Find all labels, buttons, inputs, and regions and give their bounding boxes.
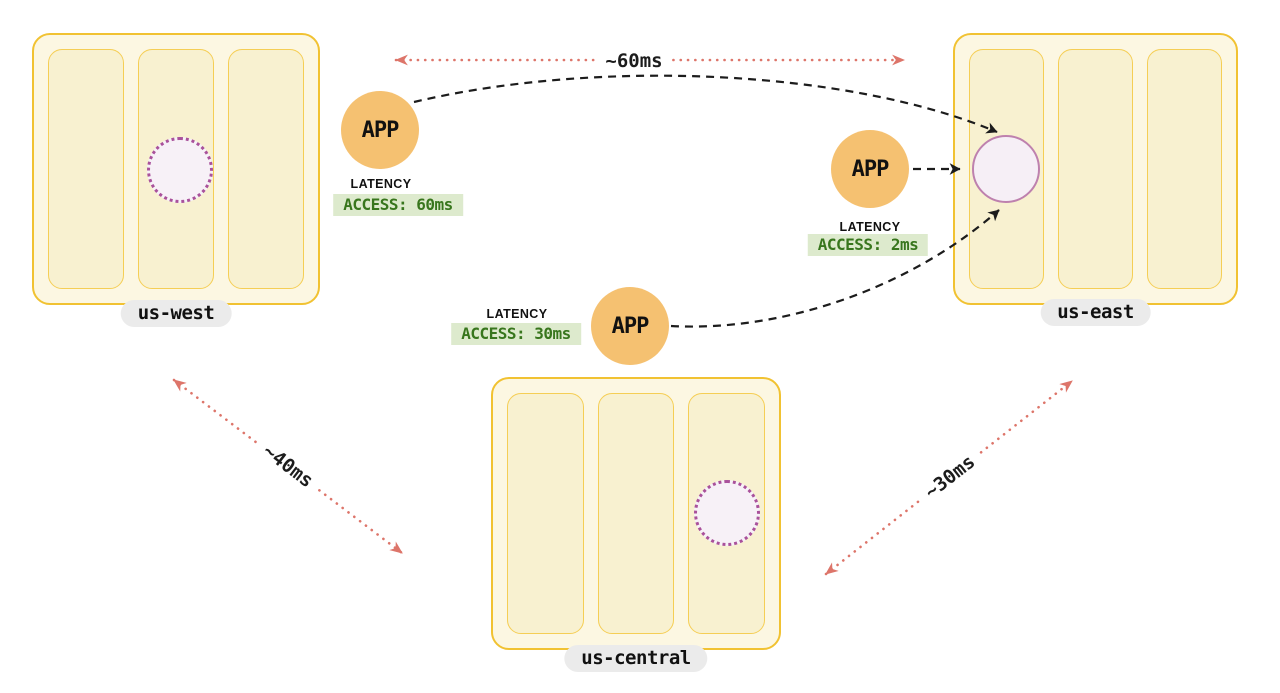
- app-node-label: APP: [361, 117, 400, 143]
- server-rack: [228, 49, 304, 289]
- app-node-label: APP: [611, 313, 650, 339]
- server-rack: [1147, 49, 1222, 289]
- latency-heading: LATENCY: [839, 220, 901, 234]
- region-label-us-west: us-west: [120, 300, 232, 327]
- latency-heading: LATENCY: [486, 307, 548, 321]
- region-us-west: us-west: [32, 33, 320, 327]
- app-node-us-west: APP: [341, 91, 419, 169]
- latency-link-central-east: [824, 379, 1074, 576]
- primary-db-circle: [972, 135, 1040, 203]
- replica-placeholder-circle: [147, 137, 213, 203]
- region-label-us-central: us-central: [564, 645, 708, 672]
- link-latency-label-west-east: ~60ms: [596, 50, 672, 72]
- access-arrow-west-app: [413, 74, 998, 134]
- access-arrow-central-app: [670, 209, 1000, 328]
- region-us-central: us-central: [491, 377, 781, 672]
- server-rack: [48, 49, 124, 289]
- app-node-us-east: APP: [831, 130, 909, 208]
- access-latency-badge: ACCESS: 2ms: [807, 234, 929, 256]
- app-node-label: APP: [851, 156, 890, 182]
- server-rack: [597, 393, 675, 634]
- access-latency-badge: ACCESS: 30ms: [451, 323, 581, 345]
- server-rack: [507, 393, 584, 634]
- replica-placeholder-circle: [694, 480, 760, 546]
- app-node-us-central: APP: [591, 287, 669, 365]
- server-rack: [1058, 49, 1133, 289]
- access-latency-badge: ACCESS: 60ms: [333, 194, 463, 216]
- region-label-us-east: us-east: [1040, 299, 1151, 326]
- region-us-east: us-east: [953, 33, 1238, 326]
- latency-heading: LATENCY: [350, 177, 412, 191]
